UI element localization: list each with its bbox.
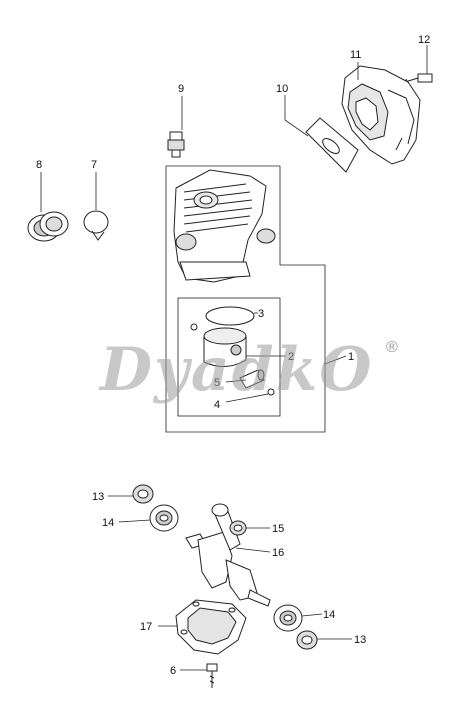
piston-part-2	[203, 327, 247, 367]
circlip-upper	[190, 323, 198, 331]
callout-16: 16	[272, 547, 284, 559]
piston-ring-part-3	[205, 306, 255, 326]
crankshaft-part-16	[185, 503, 271, 607]
callout-15: 15	[272, 523, 284, 535]
leader-1	[324, 355, 347, 365]
callout-10: 10	[276, 83, 288, 95]
callout-4: 4	[214, 399, 220, 411]
callout-6: 6	[170, 665, 176, 677]
callout-7: 7	[91, 159, 97, 171]
needle-bearing-part-15	[229, 520, 247, 536]
callout-1: 1	[348, 351, 354, 363]
gasket-part-10	[305, 117, 359, 173]
leader-16	[235, 547, 271, 553]
callout-8: 8	[36, 159, 42, 171]
crankcase-cover-part-17	[175, 599, 247, 655]
seal-part-8	[27, 211, 69, 242]
bearing-part-14-upper	[149, 504, 179, 532]
leader-14b	[301, 613, 323, 617]
watermark-logo: DyadkO	[98, 335, 374, 405]
callout-3: 3	[258, 308, 264, 320]
seal-part-13-upper	[132, 484, 154, 504]
cylinder-assembly	[173, 169, 276, 283]
bearing-part-14-lower	[273, 604, 303, 632]
callout-13b: 13	[354, 634, 366, 646]
muffler-part-11	[341, 65, 421, 165]
piston-pin-part-5	[239, 369, 265, 389]
cylinder-group-frame	[165, 165, 326, 433]
callout-11: 11	[350, 49, 361, 61]
leader-4	[225, 393, 269, 403]
screw-part-6	[206, 663, 218, 688]
leader-5	[225, 379, 247, 383]
callout-17: 17	[140, 621, 152, 633]
callout-12: 12	[418, 34, 430, 46]
piston-group-frame	[177, 297, 281, 417]
seal-part-13-lower	[296, 630, 318, 650]
callout-14a: 14	[102, 517, 114, 529]
watermark-registered-mark: ®	[386, 339, 398, 356]
clamp-part-7	[83, 210, 109, 241]
callout-14b: 14	[323, 609, 335, 621]
callout-5: 5	[214, 377, 220, 389]
callout-9: 9	[178, 83, 184, 95]
callout-2: 2	[288, 351, 294, 363]
callout-13a: 13	[92, 491, 104, 503]
valve-part-9	[167, 131, 185, 158]
circlip-part-4	[267, 388, 275, 396]
leader-10b	[284, 119, 309, 137]
leader-14a	[118, 519, 151, 523]
